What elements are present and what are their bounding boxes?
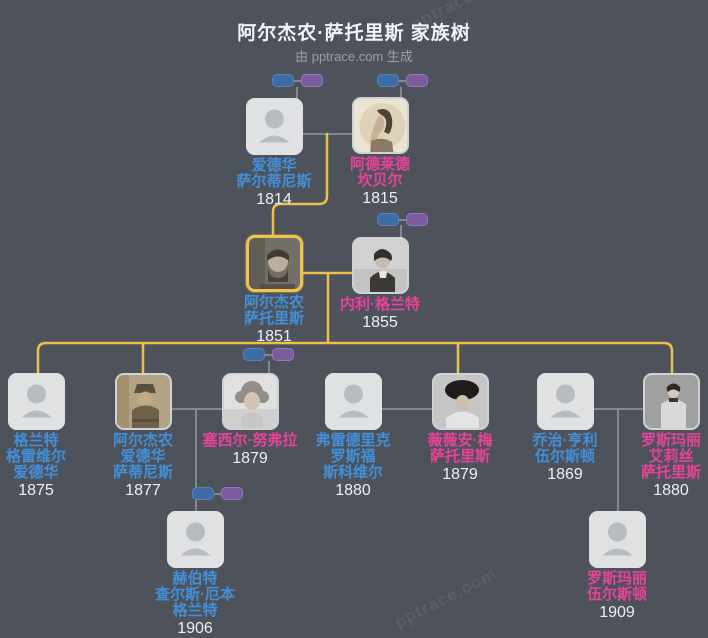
couple-link-icon[interactable]	[377, 213, 428, 226]
person-name: 阿尔杰农爱德华萨蒂尼斯	[112, 432, 173, 481]
mother-pill-icon[interactable]	[221, 487, 243, 500]
avatar-placeholder-herbert[interactable]	[166, 511, 224, 568]
person-name: 罗斯玛丽艾莉丝萨托里斯	[640, 432, 701, 481]
person-card-frederick[interactable]: 弗雷德里克罗斯福斯科维尔 1880	[291, 373, 415, 500]
birth-year: 1814	[256, 191, 292, 208]
mother-pill-icon[interactable]	[406, 74, 428, 87]
portrait-nelly[interactable]	[351, 237, 409, 294]
couple-link-icon[interactable]	[192, 487, 243, 500]
person-card-algernon-edward[interactable]: 阿尔杰农爱德华萨蒂尼斯 1877	[81, 373, 205, 500]
person-card-vivien[interactable]: 薇薇安·梅萨托里斯 1879	[398, 373, 522, 484]
couple-link-icon[interactable]	[272, 74, 323, 87]
birth-year: 1815	[362, 190, 398, 207]
couple-connector-icon	[294, 79, 301, 82]
person-card-george[interactable]: 乔治·亨利伍尔斯顿 1869	[503, 373, 627, 484]
avatar-placeholder-frederick[interactable]	[324, 373, 382, 430]
avatar-placeholder-rosemary[interactable]	[588, 511, 646, 568]
father-pill-icon[interactable]	[377, 74, 399, 87]
portrait-rosemary-alice[interactable]	[642, 373, 700, 430]
father-pill-icon[interactable]	[192, 487, 214, 500]
person-name: 格兰特格雷维尔爱德华	[5, 432, 66, 481]
avatar-placeholder-grant[interactable]	[7, 373, 65, 430]
portrait-photo	[353, 99, 407, 152]
person-silhouette-icon	[7, 373, 65, 430]
birth-year: 1869	[547, 466, 583, 483]
avatar-placeholder-george[interactable]	[536, 373, 594, 430]
birth-year: 1851	[256, 328, 292, 345]
portrait-photo	[644, 375, 698, 428]
portrait-photo	[353, 239, 407, 292]
person-card-algernon[interactable]: 阿尔杰农萨托里斯 1851	[212, 235, 336, 346]
portrait-photo	[433, 375, 487, 428]
couple-connector-icon	[214, 492, 221, 495]
mother-pill-icon[interactable]	[406, 213, 428, 226]
person-name: 薇薇安·梅萨托里斯	[427, 432, 493, 465]
birth-year: 1880	[653, 482, 689, 499]
portrait-photo	[248, 238, 300, 289]
couple-connector-icon	[399, 79, 406, 82]
portrait-adelaide[interactable]	[351, 97, 409, 154]
person-name: 弗雷德里克罗斯福斯科维尔	[315, 432, 391, 481]
birth-year: 1879	[442, 466, 478, 483]
portrait-vivien[interactable]	[431, 373, 489, 430]
mother-pill-icon[interactable]	[272, 348, 294, 361]
birth-year: 1880	[335, 482, 371, 499]
person-card-edward[interactable]: 爱德华萨尔蒂尼斯 1814	[212, 98, 336, 209]
portrait-photo	[116, 375, 170, 428]
person-card-rosemary[interactable]: 罗斯玛丽伍尔斯顿 1909	[555, 511, 679, 622]
person-card-nelly[interactable]: 内利·格兰特 1855	[318, 237, 442, 332]
father-pill-icon[interactable]	[243, 348, 265, 361]
person-card-grant[interactable]: 格兰特格雷维尔爱德华 1875	[0, 373, 98, 500]
person-silhouette-icon	[166, 511, 224, 568]
birth-year: 1909	[599, 604, 635, 621]
generated-by-note: 由 pptrace.com 生成	[295, 49, 413, 64]
couple-link-icon[interactable]	[377, 74, 428, 87]
mother-pill-icon[interactable]	[301, 74, 323, 87]
descent-line	[271, 132, 329, 238]
person-name: 爱德华萨尔蒂尼斯	[236, 157, 312, 190]
portrait-algernon-edward[interactable]	[114, 373, 172, 430]
couple-connector-icon	[399, 218, 406, 221]
person-silhouette-icon	[536, 373, 594, 430]
father-pill-icon[interactable]	[377, 213, 399, 226]
portrait-photo	[223, 375, 277, 428]
children-rail	[36, 341, 674, 376]
avatar-placeholder-edward[interactable]	[245, 98, 303, 155]
person-name: 赫伯特查尔斯·厄本格兰特	[155, 570, 235, 619]
person-card-herbert[interactable]: 赫伯特查尔斯·厄本格兰特 1906	[133, 511, 257, 638]
person-silhouette-icon	[245, 98, 303, 155]
couple-connector-icon	[265, 353, 272, 356]
page-title: 阿尔杰农·萨托里斯 家族树	[237, 23, 471, 44]
birth-year: 1877	[125, 482, 161, 499]
person-name: 乔治·亨利伍尔斯顿	[532, 432, 598, 465]
person-name: 塞西尔·努弗拉	[202, 432, 298, 449]
birth-year: 1906	[177, 620, 213, 637]
person-name: 罗斯玛丽伍尔斯顿	[586, 570, 647, 603]
person-card-cecile[interactable]: 塞西尔·努弗拉 1879	[188, 373, 312, 468]
portrait-algernon-selected[interactable]	[245, 235, 303, 292]
person-silhouette-icon	[324, 373, 382, 430]
father-pill-icon[interactable]	[272, 74, 294, 87]
birth-year: 1855	[362, 314, 398, 331]
person-name: 内利·格兰特	[340, 296, 420, 313]
portrait-cecile[interactable]	[221, 373, 279, 430]
birth-year: 1879	[232, 450, 268, 467]
birth-year: 1875	[18, 482, 54, 499]
person-card-rosemary-alice[interactable]: 罗斯玛丽艾莉丝萨托里斯 1880	[609, 373, 708, 500]
person-name: 阿尔杰农萨托里斯	[243, 294, 304, 327]
person-silhouette-icon	[588, 511, 646, 568]
couple-link-icon[interactable]	[243, 348, 294, 361]
person-name: 阿德莱德坎贝尔	[349, 156, 410, 189]
person-card-adelaide[interactable]: 阿德莱德坎贝尔 1815	[318, 97, 442, 208]
